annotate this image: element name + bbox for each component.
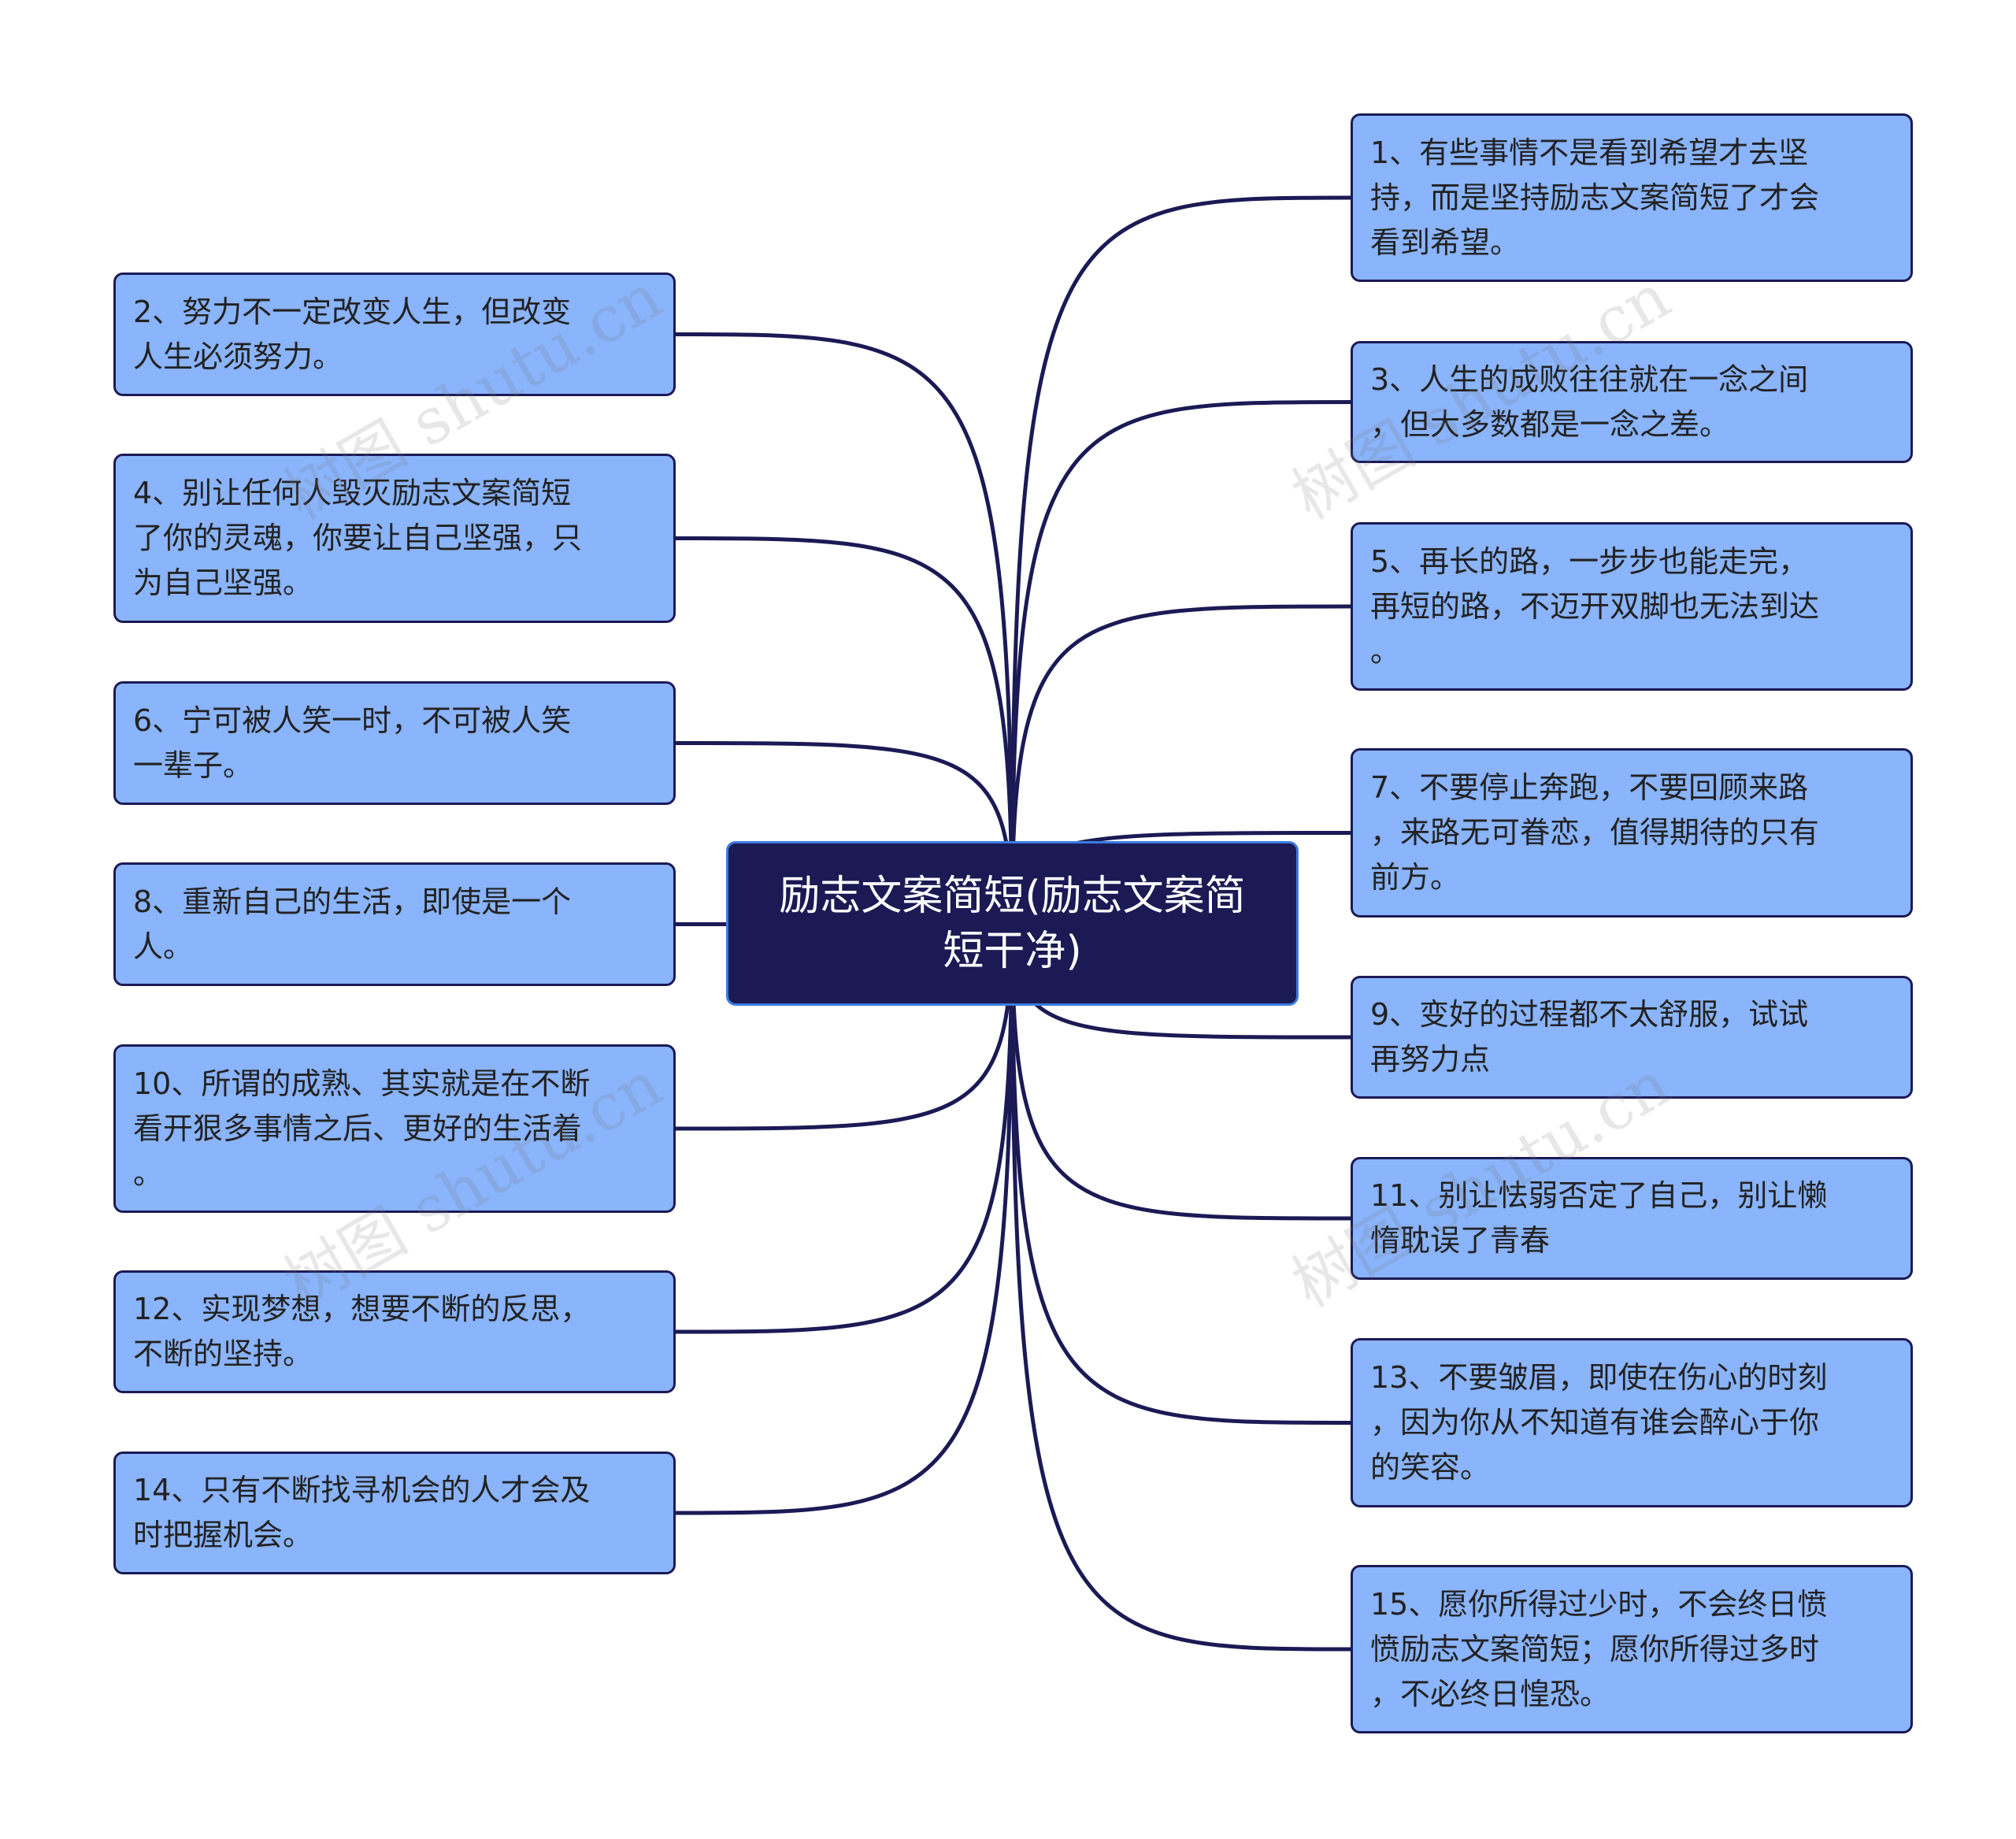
- node-1[interactable]: 1、有些事情不是看到希望才去坚 持，而是坚持励志文案简短了才会 看到希望。: [1351, 113, 1913, 282]
- node-12[interactable]: 12、实现梦想，想要不断的反思， 不断的坚持。: [113, 1270, 676, 1393]
- node-3[interactable]: 3、人生的成败往往就在一念之间 ，但大多数都是一念之差。: [1351, 341, 1913, 463]
- node-4[interactable]: 4、别让任何人毁灭励志文案简短 了你的灵魂，你要让自己坚强，只 为自己坚强。: [113, 454, 676, 623]
- connector-node-4: [675, 536, 1014, 924]
- connector-node-13: [1010, 922, 1351, 1425]
- node-9[interactable]: 9、变好的过程都不太舒服，试试 再努力点: [1351, 976, 1913, 1099]
- node-14[interactable]: 14、只有不断找寻机会的人才会及 时把握机会。: [113, 1452, 676, 1574]
- connector-node-11: [1010, 922, 1351, 1221]
- node-5[interactable]: 5、再长的路，一步步也能走完， 再短的路，不迈开双脚也无法到达 。: [1351, 522, 1913, 691]
- node-10[interactable]: 10、所谓的成熟、其实就是在不断 看开狠多事情之后、更好的生活着 。: [113, 1044, 676, 1213]
- connector-node-14: [675, 922, 1014, 1515]
- node-13[interactable]: 13、不要皱眉，即使在伤心的时刻 ，因为你从不知道有谁会醉心于你 的笑容。: [1351, 1338, 1913, 1507]
- connector-node-12: [675, 922, 1014, 1334]
- node-11[interactable]: 11、别让怯弱否定了自己，别让懒 惰耽误了青春: [1351, 1157, 1913, 1280]
- connector-node-15: [1010, 922, 1351, 1652]
- node-15[interactable]: 15、愿你所得过少时，不会终日愤 愤励志文案简短；愿你所得过多时 ，不必终日惶恐…: [1351, 1565, 1913, 1733]
- connector-node-3: [1010, 400, 1351, 924]
- connector-node-2: [675, 332, 1014, 924]
- node-7[interactable]: 7、不要停止奔跑，不要回顾来路 ，来路无可眷恋，值得期待的只有 前方。: [1351, 748, 1913, 918]
- central-topic[interactable]: 励志文案简短(励志文案简 短干净): [726, 841, 1299, 1006]
- node-8[interactable]: 8、重新自己的生活，即使是一个 人。: [113, 862, 676, 986]
- connector-node-5: [1010, 604, 1351, 924]
- node-6[interactable]: 6、宁可被人笑一时，不可被人笑 一辈子。: [113, 681, 676, 805]
- node-2[interactable]: 2、努力不一定改变人生，但改变 人生必须努力。: [113, 273, 676, 396]
- connector-node-1: [1010, 195, 1351, 924]
